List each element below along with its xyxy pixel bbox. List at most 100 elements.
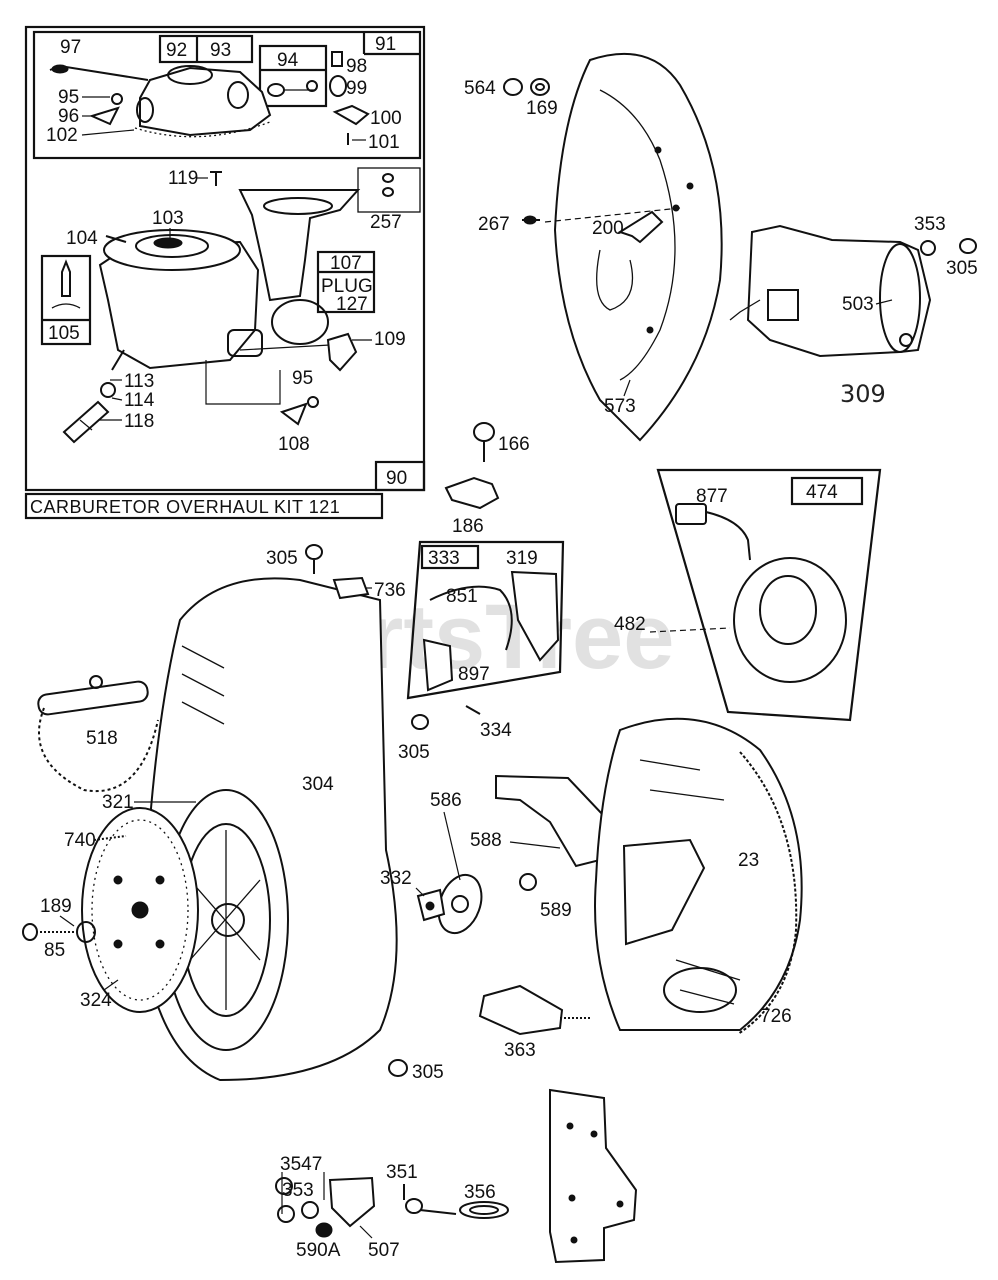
part-257-label: 257 xyxy=(370,212,402,233)
part-353b-label: 353 xyxy=(282,1180,314,1201)
shroud-plate-group xyxy=(549,1088,638,1264)
ignition-group: 333 xyxy=(406,540,565,700)
box-474 xyxy=(656,468,882,722)
part-588-label: 588 xyxy=(470,830,502,851)
part-363-label: 363 xyxy=(504,1040,536,1061)
part-166-label: 166 xyxy=(498,434,530,455)
backing-plate-573 xyxy=(553,52,723,442)
handwritten-309: 309 xyxy=(840,380,886,408)
part-99-label: 99 xyxy=(346,78,367,99)
part-332-label: 332 xyxy=(380,868,412,889)
part-877-label: 877 xyxy=(696,486,728,507)
part-305-label-b: 305 xyxy=(266,548,298,569)
box-107-label: 107 xyxy=(330,253,362,274)
part-100-label: 100 xyxy=(370,108,402,129)
box-91 xyxy=(32,30,422,160)
part-351-label: 351 xyxy=(386,1162,418,1183)
part-labels: 97 95 96 102 98 99 100 101 119 257 103 1… xyxy=(40,37,978,1261)
part-118-label: 118 xyxy=(124,411,154,432)
part-101-label: 101 xyxy=(368,132,400,153)
fan-retainer-group xyxy=(416,873,483,935)
box-107-plug xyxy=(316,250,376,314)
starter-handle-group xyxy=(37,675,159,793)
box-92-93 xyxy=(158,34,254,64)
part-95-label: 95 xyxy=(58,87,79,108)
part-189-label: 189 xyxy=(40,896,72,917)
carburetor-group: 91 92 93 94 xyxy=(24,25,426,492)
part-319-label: 319 xyxy=(506,548,538,569)
part-304-label: 304 xyxy=(302,774,334,795)
carburetor-outer-box xyxy=(24,25,426,492)
kit-title-box xyxy=(24,492,384,520)
part-586-label: 586 xyxy=(430,790,462,811)
part-103-label: 103 xyxy=(152,208,184,229)
part-740-label: 740 xyxy=(64,830,96,851)
part-305-label-a: 305 xyxy=(946,258,978,279)
fuel-pump-body xyxy=(139,66,272,137)
part-305-label-c: 305 xyxy=(398,742,430,763)
backing-plate-group xyxy=(503,52,723,442)
starter-motor-503 xyxy=(746,224,932,358)
part-200-label: 200 xyxy=(592,218,624,239)
box-90-label: 90 xyxy=(386,468,407,489)
part-23-label: 23 xyxy=(738,850,759,871)
part-108-label: 108 xyxy=(278,434,310,455)
kit-title: CARBURETOR OVERHAUL KIT 121 xyxy=(30,497,340,517)
part-102-label: 102 xyxy=(46,125,78,146)
bracket-588-group xyxy=(495,774,606,891)
part-353-label: 353 xyxy=(914,214,946,235)
part-573-label: 573 xyxy=(604,396,636,417)
part-590a-label: 590A xyxy=(296,1240,341,1261)
part-95b-label: 95 xyxy=(292,368,313,389)
part-113-label: 113 xyxy=(124,371,154,392)
box-94 xyxy=(258,44,328,108)
part-589-label: 589 xyxy=(540,900,572,921)
part-305-label-d: 305 xyxy=(412,1062,444,1083)
part-127-label: 127 xyxy=(336,294,368,315)
part-321-label: 321 xyxy=(102,792,134,813)
part-851-label: 851 xyxy=(446,586,478,607)
bracket-363-group xyxy=(478,984,592,1036)
part-518-label: 518 xyxy=(86,728,118,749)
bottom-hardware-group xyxy=(275,1176,509,1238)
fittings-group xyxy=(444,422,500,510)
part-186-label: 186 xyxy=(452,516,484,537)
box-105-label: 105 xyxy=(48,323,80,344)
box-474-label: 474 xyxy=(806,482,838,503)
starter-motor-group xyxy=(729,224,977,358)
flywheel-group xyxy=(594,717,803,1035)
part-96-label: 96 xyxy=(58,106,79,127)
part-897-label: 897 xyxy=(458,664,490,685)
box-93-label: 93 xyxy=(210,40,231,61)
part-98-label: 98 xyxy=(346,56,367,77)
box-333-label: 333 xyxy=(428,548,460,569)
part-726-label: 726 xyxy=(760,1006,792,1027)
box-333 xyxy=(406,540,565,700)
carburetor-air-horn xyxy=(238,189,361,302)
part-109-label: 109 xyxy=(374,329,406,350)
part-356-label: 356 xyxy=(464,1182,496,1203)
part-169-label: 169 xyxy=(526,98,558,119)
part-3547-label: 3547 xyxy=(280,1154,322,1175)
blower-housing-group xyxy=(149,544,481,1082)
shroud-plate xyxy=(549,1088,638,1264)
part-736-label: 736 xyxy=(374,580,406,601)
alternator-group: 474 xyxy=(649,468,882,722)
starter-handle-518 xyxy=(37,680,149,716)
part-564-label: 564 xyxy=(464,78,496,99)
part-482-label: 482 xyxy=(614,614,646,635)
box-92-label: 92 xyxy=(166,40,187,61)
plug-label: PLUG xyxy=(321,276,373,297)
part-503-label: 503 xyxy=(842,294,874,315)
part-119-label: 119 xyxy=(168,168,198,189)
part-85-label: 85 xyxy=(44,940,65,961)
box-105 xyxy=(40,254,92,346)
part-267-label: 267 xyxy=(478,214,510,235)
rotating-screen-group xyxy=(22,807,199,1013)
part-507-label: 507 xyxy=(368,1240,400,1261)
part-114-label: 114 xyxy=(124,390,155,411)
part-324-label: 324 xyxy=(80,990,112,1011)
box-91-label: 91 xyxy=(375,34,396,55)
box-94-label: 94 xyxy=(277,50,299,71)
